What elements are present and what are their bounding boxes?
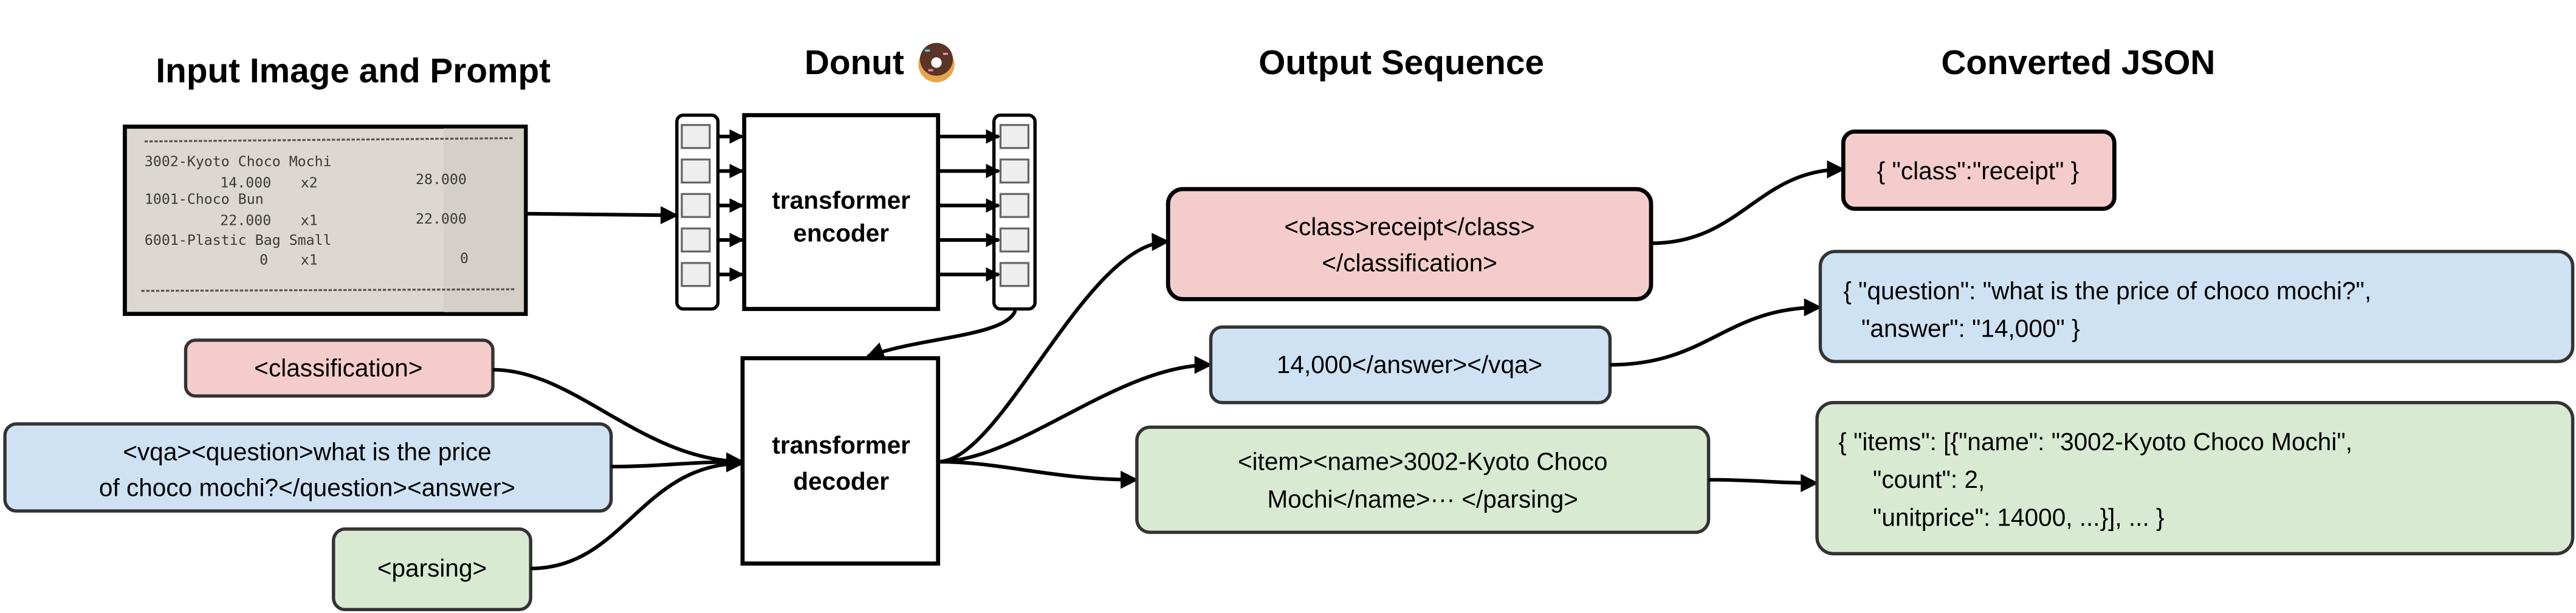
edge-parsing-to-json bbox=[1708, 474, 1819, 492]
svg-text:<classification>: <classification> bbox=[254, 354, 422, 382]
output-vqa: 14,000</answer></vqa> bbox=[1209, 325, 1612, 405]
svg-text:28.000: 28.000 bbox=[416, 171, 467, 188]
svg-text:x1: x1 bbox=[301, 213, 318, 229]
svg-text:22.000: 22.000 bbox=[416, 211, 467, 227]
json-vqa: { "question": "what is the price of choc… bbox=[1818, 250, 2575, 363]
edge-image-to-encoder bbox=[526, 206, 679, 225]
json-parsing: { "items": [{"name": "3002-Kyoto Choco M… bbox=[1815, 400, 2575, 556]
encoder-output-tokens bbox=[938, 113, 1037, 311]
prompt-vqa: <vqa><question>what is the price of choc… bbox=[3, 422, 613, 513]
svg-text:"unitprice": 14000, ...}], ...: "unitprice": 14000, ...}], ... } bbox=[1873, 503, 2165, 531]
svg-text:0: 0 bbox=[259, 252, 268, 269]
svg-text:3002-Kyoto Choco Mochi: 3002-Kyoto Choco Mochi bbox=[145, 153, 332, 170]
svg-text:</classification>: </classification> bbox=[1322, 248, 1497, 276]
svg-text:"answer": "14,000" }: "answer": "14,000" } bbox=[1861, 315, 2080, 343]
title-input: Input Image and Prompt bbox=[156, 52, 551, 90]
svg-text:"count": 2,: "count": 2, bbox=[1873, 465, 1985, 493]
output-parsing: <item><name>3002-Kyoto Choco Mochi</name… bbox=[1135, 425, 1711, 534]
encoder-input-tokens bbox=[675, 113, 744, 311]
edge-parsing-to-decoder bbox=[531, 454, 744, 570]
receipt-image: 3002-Kyoto Choco Mochi 14.000 x2 28.000 … bbox=[123, 125, 528, 317]
prompt-parsing: <parsing> bbox=[332, 527, 532, 611]
svg-text:14,000</answer></vqa>: 14,000</answer></vqa> bbox=[1277, 351, 1542, 378]
svg-text:1001-Choco Bun: 1001-Choco Bun bbox=[145, 191, 264, 208]
svg-text:decoder: decoder bbox=[793, 467, 889, 495]
svg-text:{ "question": "what is the pri: { "question": "what is the price of choc… bbox=[1843, 276, 2371, 304]
edge-decoder-to-parsing-output bbox=[938, 460, 1139, 489]
svg-text:{ "items": [{"name": "3002-Kyo: { "items": [{"name": "3002-Kyoto Choco M… bbox=[1838, 428, 2352, 456]
edge-vqa-to-json bbox=[1610, 298, 1822, 367]
edge-encoder-to-decoder bbox=[865, 309, 1017, 360]
title-json: Converted JSON bbox=[1941, 44, 2215, 82]
svg-text:transformer: transformer bbox=[772, 431, 910, 459]
output-classification: <class>receipt</class> </classification> bbox=[1166, 187, 1654, 301]
svg-text:22.000: 22.000 bbox=[220, 213, 271, 229]
svg-text:encoder: encoder bbox=[793, 219, 889, 247]
title-output: Output Sequence bbox=[1259, 44, 1544, 82]
svg-text:<class>receipt</class>: <class>receipt</class> bbox=[1284, 213, 1534, 241]
json-classification: { "class":"receipt" } bbox=[1841, 129, 2117, 211]
transformer-encoder: transformer encoder bbox=[742, 113, 941, 311]
svg-text:<parsing>: <parsing> bbox=[377, 554, 487, 582]
svg-text:0: 0 bbox=[460, 250, 469, 267]
transformer-decoder: transformer decoder bbox=[740, 356, 941, 566]
title-model: Donut bbox=[805, 44, 904, 82]
svg-text:x1: x1 bbox=[301, 252, 318, 269]
svg-text:transformer: transformer bbox=[772, 187, 910, 214]
svg-text:<item><name>3002-Kyoto Choco: <item><name>3002-Kyoto Choco bbox=[1238, 447, 1608, 475]
edge-classification-to-decoder bbox=[493, 368, 744, 471]
svg-text:Mochi</name>··· </parsing>: Mochi</name>··· </parsing> bbox=[1267, 485, 1578, 513]
edge-decoder-to-vqa-output bbox=[938, 355, 1213, 464]
svg-text:6001-Plastic Bag Small: 6001-Plastic Bag Small bbox=[145, 232, 332, 248]
svg-text:x2: x2 bbox=[301, 175, 318, 191]
svg-text:<vqa><question>what is the pri: <vqa><question>what is the price bbox=[123, 437, 491, 465]
svg-text:{ "class":"receipt" }: { "class":"receipt" } bbox=[1877, 157, 2080, 185]
prompt-classification: <classification> bbox=[184, 338, 495, 398]
donut-emoji-icon bbox=[918, 43, 955, 83]
edge-class-to-json bbox=[1650, 160, 1846, 245]
edge-decoder-to-class-output bbox=[938, 233, 1170, 464]
svg-text:14.000: 14.000 bbox=[220, 175, 271, 191]
svg-text:of choco mochi?</question><ans: of choco mochi?</question><answer> bbox=[99, 474, 515, 502]
edge-vqa-to-decoder bbox=[611, 453, 744, 471]
